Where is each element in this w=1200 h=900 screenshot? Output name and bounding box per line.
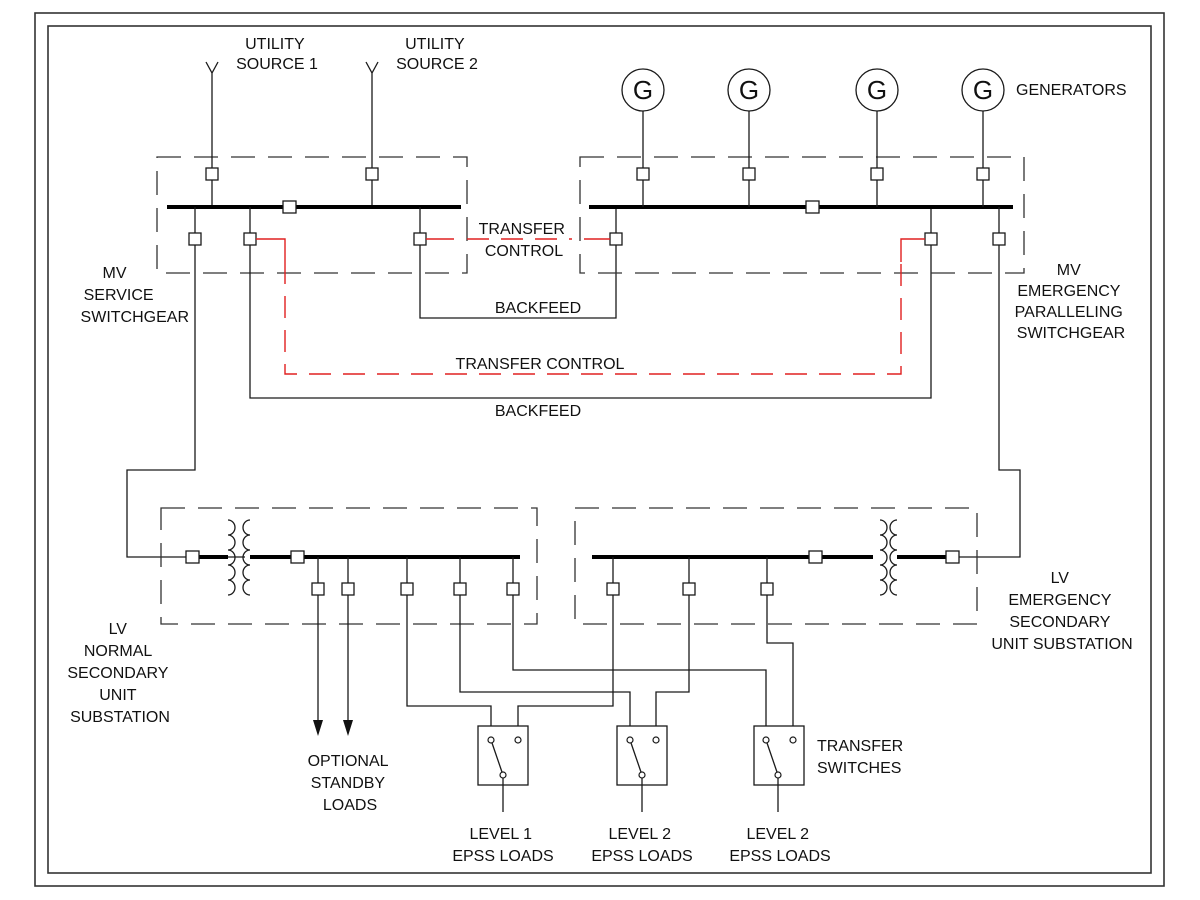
label-lv-normal-substation: LV NORMAL SECONDARY UNIT SUBSTATION <box>67 621 172 726</box>
breaker-gen-3 <box>870 167 884 181</box>
breaker-tie-mv-emergency <box>805 200 820 214</box>
generator-2: G <box>727 68 771 207</box>
breaker-feeder-3 <box>413 232 427 246</box>
label-backfeed-lower: BACKFEED <box>495 403 581 420</box>
normal-feed-ts3 <box>512 557 767 728</box>
label-mv-service-switchgear: MV SERVICE SWITCHGEAR <box>81 265 189 326</box>
transformer-icon <box>879 519 898 596</box>
generator-icon <box>855 68 899 112</box>
emergency-feed-ts2 <box>655 557 690 728</box>
breaker-feeder-2 <box>243 232 257 246</box>
breaker-em-feeder-2 <box>924 232 938 246</box>
arrow-down-icon <box>313 720 323 736</box>
feeder-normal-lv <box>126 207 245 558</box>
label-utility-source-1: UTILITY SOURCE 1 <box>236 36 318 73</box>
transfer-switch-1 <box>477 725 529 812</box>
breaker-emergency-ts3 <box>760 582 774 596</box>
svg-text:G: G <box>973 75 993 105</box>
breaker-lv-emergency-main <box>808 550 823 564</box>
arrow-down-icon <box>343 720 353 736</box>
outer-frame <box>34 12 1165 887</box>
breaker-normal-ts3 <box>506 582 520 596</box>
label-level2-epss-loads-b: LEVEL 2 EPSS LOADS <box>729 826 830 865</box>
breaker-emergency-ts2 <box>682 582 696 596</box>
label-level1-epss-loads: LEVEL 1 EPSS LOADS <box>452 826 553 865</box>
utility-source-1-icon <box>205 61 219 207</box>
breaker-lv-emergency-main-in <box>945 550 960 564</box>
lv-normal-enclosure <box>160 507 538 625</box>
breaker-feeder-1 <box>188 232 202 246</box>
svg-text:G: G <box>633 75 653 105</box>
feeder-emergency-lv <box>952 207 1021 558</box>
mv-emergency-switchgear: G G G G <box>579 68 1025 558</box>
utility-source-2-icon <box>365 61 379 207</box>
transformer-icon <box>227 519 251 596</box>
emergency-feed-ts1 <box>517 557 614 728</box>
breaker-normal-ts1 <box>400 582 414 596</box>
breaker-tie-mv-service <box>282 200 297 214</box>
transfer-switch-3 <box>753 725 805 812</box>
inner-frame <box>47 25 1152 874</box>
breaker-gen-4 <box>976 167 990 181</box>
normal-feed-ts2 <box>459 557 631 728</box>
breaker-em-feeder-3 <box>992 232 1006 246</box>
lv-emergency-substation <box>517 507 978 728</box>
label-lv-emergency-substation: LV EMERGENCY SECONDARY UNIT SUBSTATION <box>991 570 1132 653</box>
generator-3: G <box>855 68 899 207</box>
backfeed-lower-wire <box>249 207 932 399</box>
normal-feed-ts1 <box>406 557 492 728</box>
label-transfer-switches: TRANSFER SWITCHES <box>817 738 908 777</box>
label-optional-standby-loads: OPTIONAL STANDBY LOADS <box>308 753 393 814</box>
transfer-control-links <box>256 238 925 375</box>
label-level2-epss-loads-a: LEVEL 2 EPSS LOADS <box>591 826 692 865</box>
label-generators: GENERATORS <box>1016 82 1127 99</box>
svg-text:G: G <box>867 75 887 105</box>
label-transfer-control-lower: TRANSFER CONTROL <box>456 356 625 373</box>
generator-4: G <box>961 68 1005 207</box>
generator-1: G <box>621 68 665 207</box>
switch-blade-icon <box>490 739 504 776</box>
label-mv-emergency-switchgear: MV EMERGENCY PARALLELING SWITCHGEAR <box>1015 262 1128 342</box>
switch-blade-icon <box>765 739 779 776</box>
generator-icon <box>961 68 1005 112</box>
generator-icon <box>621 68 665 112</box>
mv-service-enclosure <box>156 156 468 274</box>
transfer-control-lower-line <box>284 262 902 375</box>
generator-icon <box>727 68 771 112</box>
lv-emergency-enclosure <box>574 507 978 625</box>
transfer-switch-2 <box>616 725 668 812</box>
breaker-em-feeder-1 <box>609 232 623 246</box>
breaker-gen-2 <box>742 167 756 181</box>
breaker-utility-1 <box>205 167 219 181</box>
breaker-lv-normal-main <box>290 550 305 564</box>
label-backfeed-upper: BACKFEED <box>495 300 581 317</box>
breaker-lv-normal-main-in <box>185 550 200 564</box>
label-transfer-control-upper: TRANSFER CONTROL <box>479 221 570 260</box>
breaker-emergency-ts1 <box>606 582 620 596</box>
breaker-optional-2 <box>341 582 355 596</box>
switch-blade-icon <box>629 739 643 776</box>
label-utility-source-2: UTILITY SOURCE 2 <box>396 36 478 73</box>
backfeed-upper-wire <box>419 207 617 319</box>
mv-emergency-enclosure <box>579 156 1025 274</box>
breaker-gen-1 <box>636 167 650 181</box>
breaker-normal-ts2 <box>453 582 467 596</box>
lv-normal-substation <box>160 507 767 736</box>
breaker-utility-2 <box>365 167 379 181</box>
svg-text:G: G <box>739 75 759 105</box>
breaker-optional-1 <box>311 582 325 596</box>
emergency-feed-ts3 <box>766 557 794 728</box>
